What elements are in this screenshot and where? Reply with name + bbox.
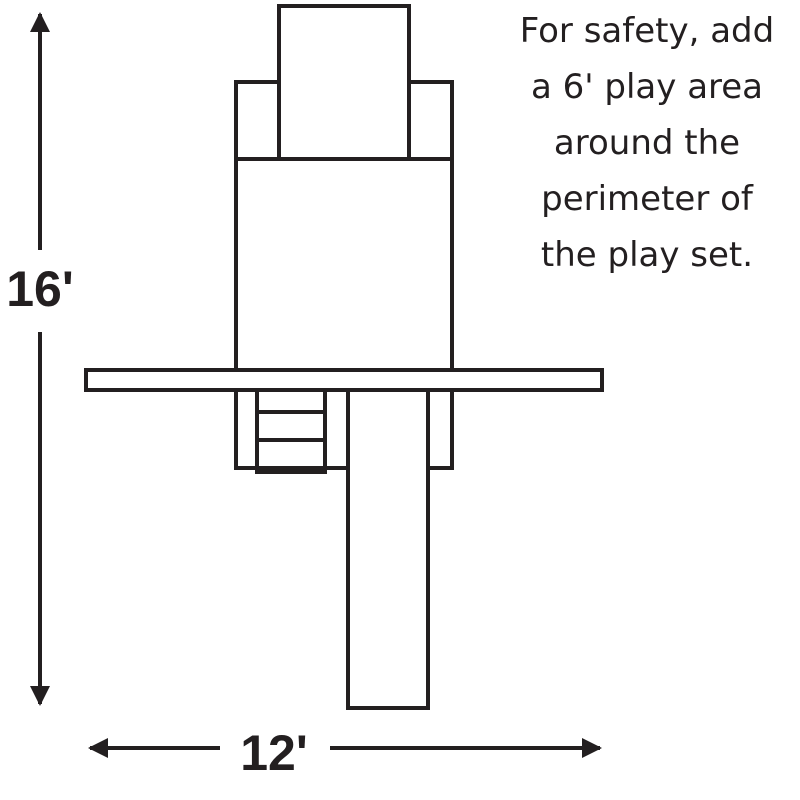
slide [346, 388, 430, 710]
play-set-plan [84, 4, 604, 710]
note-line-3: around the [554, 123, 740, 163]
swing-beam [84, 368, 604, 392]
main-deck [234, 157, 454, 372]
note-line-5: the play set. [541, 235, 753, 275]
left-upper-post [234, 80, 281, 161]
safety-note: For safety, add a 6' play area around th… [520, 11, 774, 275]
note-line-1: For safety, add [520, 11, 774, 51]
top-platform [277, 4, 411, 161]
height-label: 16' [6, 261, 74, 317]
note-line-4: perimeter of [541, 179, 754, 219]
width-label: 12' [240, 725, 308, 781]
ladder [255, 388, 327, 474]
right-upper-post [407, 80, 454, 161]
lower-frame [234, 388, 454, 470]
note-line-2: a 6' play area [531, 67, 763, 107]
